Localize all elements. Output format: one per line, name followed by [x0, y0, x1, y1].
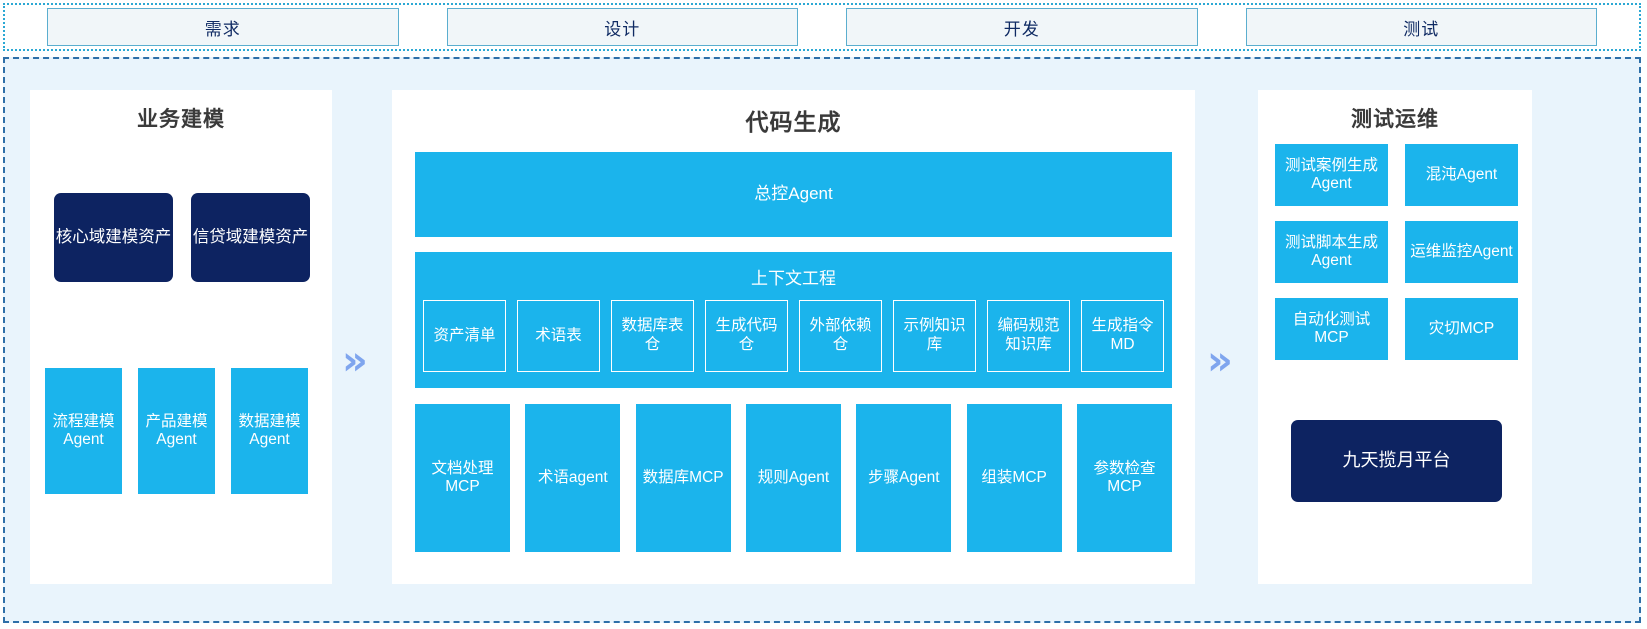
context-cell-label: 术语表 — [535, 326, 582, 344]
test-tile-label: 测试案例生成Agent — [1284, 156, 1378, 192]
phase-box-requirements[interactable]: 需求 — [47, 8, 399, 46]
test-row: 测试脚本生成Agent 运维监控Agent — [1275, 221, 1518, 283]
context-cell-example-knowledge-base[interactable]: 示例知识库 — [893, 300, 976, 372]
architecture-region: 业务建模 核心域建模资产 信贷域建模资产 流程建模Agent 产品建模Agent… — [3, 57, 1641, 623]
phase-box-testing[interactable]: 测试 — [1245, 8, 1597, 46]
test-tile-grid: 测试案例生成Agent 混沌Agent 测试脚本生成Agent 运维监控Agen… — [1275, 144, 1518, 375]
phase-box-design[interactable]: 设计 — [446, 8, 798, 46]
agent-chaos[interactable]: 混沌Agent — [1405, 144, 1518, 206]
mcp-label: 组装MCP — [981, 468, 1047, 486]
context-cell-row: 资产清单 术语表 数据库表仓 生成代码仓 外部依赖仓 示例知识库 — [423, 300, 1164, 372]
mcp-assembly[interactable]: 组装MCP — [966, 404, 1062, 552]
master-agent-label: 总控Agent — [754, 184, 833, 204]
mcp-disaster-switch[interactable]: 灾切MCP — [1405, 298, 1518, 360]
phase-label: 测试 — [1403, 19, 1440, 39]
asset-label: 核心域建模资产 — [55, 227, 172, 246]
test-tile-label: 运维监控Agent — [1410, 242, 1513, 260]
mcp-label: 数据库MCP — [642, 468, 724, 486]
test-tile-label: 自动化测试MCP — [1292, 310, 1371, 346]
chevron-right-icon: » — [342, 338, 368, 384]
platform-jiutian-lanyue[interactable]: 九天揽月平台 — [1291, 420, 1502, 502]
context-cell-label: 外部依赖仓 — [809, 317, 872, 353]
master-control-agent[interactable]: 总控Agent — [415, 152, 1172, 237]
panel-title-test: 测试运维 — [1351, 108, 1439, 131]
context-cell-external-dependency-repo[interactable]: 外部依赖仓 — [799, 300, 882, 372]
mcp-agent-row: 文档处理MCP 术语agent 数据库MCP 规则Agent 步骤Agent 组… — [415, 404, 1172, 552]
context-cell-glossary[interactable]: 术语表 — [517, 300, 600, 372]
mcp-database[interactable]: 数据库MCP — [635, 404, 731, 552]
context-cell-label: 编码规范知识库 — [997, 317, 1060, 353]
chevron-right-icon: » — [1207, 338, 1233, 384]
phase-box-development[interactable]: 开发 — [846, 8, 1198, 46]
context-cell-coding-standard-knowledge-base[interactable]: 编码规范知识库 — [987, 300, 1070, 372]
context-cell-label: 生成指令MD — [1091, 317, 1154, 353]
mcp-document-processing[interactable]: 文档处理MCP — [415, 404, 510, 552]
test-tile-label: 混沌Agent — [1425, 165, 1498, 183]
asset-credit-domain[interactable]: 信贷域建模资产 — [191, 193, 310, 282]
test-row: 自动化测试MCP 灾切MCP — [1275, 298, 1518, 360]
panel-code-generation: 代码生成 总控Agent 上下文工程 资产清单 术语表 数据库表仓 生成代码仓 — [392, 90, 1195, 584]
asset-label: 信贷域建模资产 — [192, 227, 309, 246]
phase-label: 需求 — [204, 19, 241, 39]
asset-core-domain[interactable]: 核心域建模资产 — [54, 193, 173, 282]
mcp-automated-test[interactable]: 自动化测试MCP — [1275, 298, 1388, 360]
panel-business-modeling: 业务建模 核心域建模资产 信贷域建模资产 流程建模Agent 产品建模Agent… — [30, 90, 332, 584]
agent-step[interactable]: 步骤Agent — [856, 404, 952, 552]
agent-label: 数据建模Agent — [238, 412, 301, 448]
agent-data-modeling[interactable]: 数据建模Agent — [231, 368, 308, 494]
test-tile-label: 测试脚本生成Agent — [1284, 233, 1378, 269]
context-cell-asset-list[interactable]: 资产清单 — [423, 300, 506, 372]
platform-label: 九天揽月平台 — [1342, 450, 1451, 471]
panel-title-business: 业务建模 — [137, 108, 225, 131]
agent-label: 产品建模Agent — [145, 412, 208, 448]
panel-title-code: 代码生成 — [745, 109, 842, 135]
agent-label: 流程建模Agent — [52, 412, 115, 448]
mcp-label: 规则Agent — [757, 468, 830, 486]
context-engineering-block: 上下文工程 资产清单 术语表 数据库表仓 生成代码仓 外部依赖仓 示 — [415, 252, 1172, 388]
agent-rule[interactable]: 规则Agent — [745, 404, 841, 552]
phase-label: 设计 — [604, 19, 641, 39]
context-cell-generation-instruction-md[interactable]: 生成指令MD — [1081, 300, 1164, 372]
context-cell-label: 资产清单 — [433, 326, 496, 344]
context-cell-label: 数据库表仓 — [621, 317, 684, 353]
panel-test-operations: 测试运维 测试案例生成Agent 混沌Agent 测试脚本生成Agent 运维监… — [1258, 90, 1532, 584]
context-cell-db-table-repo[interactable]: 数据库表仓 — [611, 300, 694, 372]
mcp-parameter-check[interactable]: 参数检查MCP — [1076, 404, 1172, 552]
agent-test-case-generation[interactable]: 测试案例生成Agent — [1275, 144, 1388, 206]
agent-ops-monitoring[interactable]: 运维监控Agent — [1405, 221, 1518, 283]
test-tile-label: 灾切MCP — [1428, 319, 1495, 337]
phase-label: 开发 — [1003, 19, 1040, 39]
mcp-label: 文档处理MCP — [431, 459, 494, 495]
test-row: 测试案例生成Agent 混沌Agent — [1275, 144, 1518, 206]
mcp-label: 步骤Agent — [868, 468, 940, 486]
agent-test-script-generation[interactable]: 测试脚本生成Agent — [1275, 221, 1388, 283]
agent-glossary[interactable]: 术语agent — [525, 404, 621, 552]
context-engineering-title: 上下文工程 — [751, 269, 836, 288]
phase-band: 需求 设计 开发 测试 — [3, 3, 1641, 51]
context-cell-generated-code-repo[interactable]: 生成代码仓 — [705, 300, 788, 372]
agent-product-modeling[interactable]: 产品建模Agent — [138, 368, 215, 494]
mcp-label: 术语agent — [537, 468, 608, 486]
context-cell-label: 示例知识库 — [903, 317, 966, 353]
mcp-label: 参数检查MCP — [1093, 459, 1156, 495]
context-cell-label: 生成代码仓 — [715, 317, 778, 353]
agent-process-modeling[interactable]: 流程建模Agent — [45, 368, 122, 494]
